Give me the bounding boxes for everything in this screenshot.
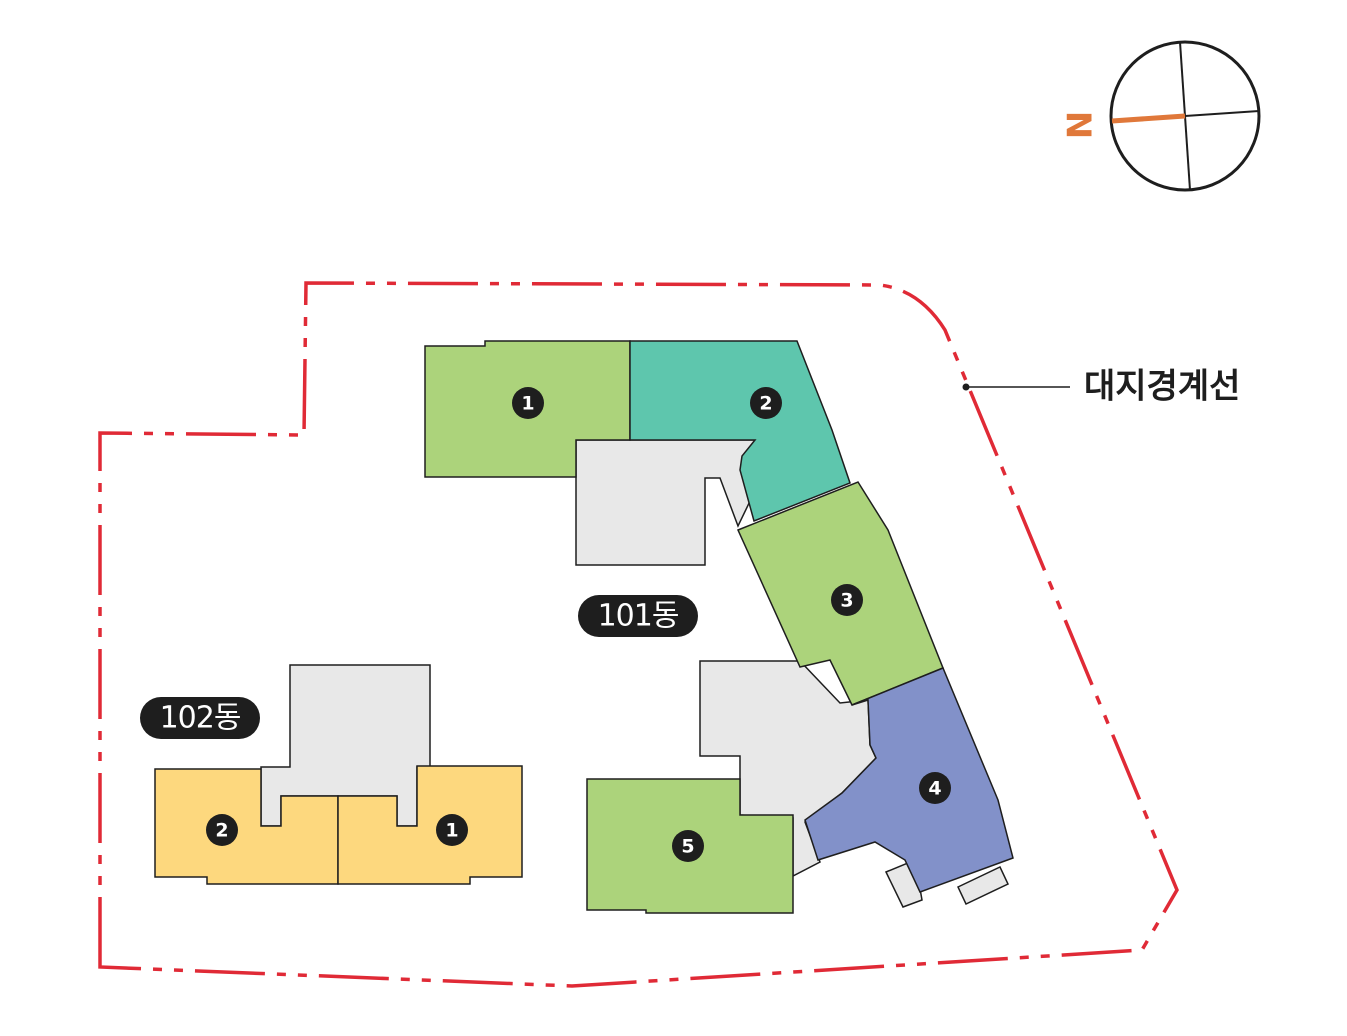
building-101-unit-2 [629,340,851,523]
building-101-unit-5-badge: 5 [672,830,704,862]
building-101-unit-4-badge: 4 [919,772,951,804]
badge-circle [672,830,704,862]
building-102-unit-2-badge: 2 [206,814,238,846]
badge-number: 4 [928,778,941,800]
building-102-unit-1-badge: 1 [436,814,468,846]
badge-circle [436,814,468,846]
building-101: 1 2 3 4 5 101동 [424,340,1014,914]
building-101-core-stub-2 [957,865,1009,906]
building-102-unit-1 [337,765,523,885]
badge-circle [831,584,863,616]
badge-number: 5 [681,836,694,858]
badge-circle [206,814,238,846]
badge-number: 2 [215,820,228,842]
building-label-text: 102동 [160,701,241,736]
compass: N [1061,40,1261,192]
building-label-pill [578,595,698,637]
site-boundary-line [98,281,1179,988]
building-102-label: 102동 [140,697,260,739]
building-101-label: 101동 [578,595,698,637]
badge-number: 2 [759,393,772,415]
badge-circle [750,387,782,419]
badge-number: 1 [521,393,534,415]
badge-number: 1 [445,820,458,842]
building-101-unit-2-badge: 2 [750,387,782,419]
building-101-core-upper [575,439,756,566]
building-label-text: 101동 [598,599,679,634]
badge-circle [512,387,544,419]
compass-cross-horizontal [1184,110,1260,117]
building-101-unit-3-badge: 3 [831,584,863,616]
building-101-unit-1-badge: 1 [512,387,544,419]
building-label-pill [140,697,260,739]
building-102: 2 1 102동 [140,664,523,885]
compass-north-label: N [1061,111,1101,139]
badge-number: 3 [840,590,853,612]
compass-north-pointer [1111,113,1186,124]
badge-circle [919,772,951,804]
site-boundary-label: 대지경계선 [1084,367,1240,407]
boundary-leader [962,383,1070,391]
building-101-unit-4 [804,667,1014,893]
